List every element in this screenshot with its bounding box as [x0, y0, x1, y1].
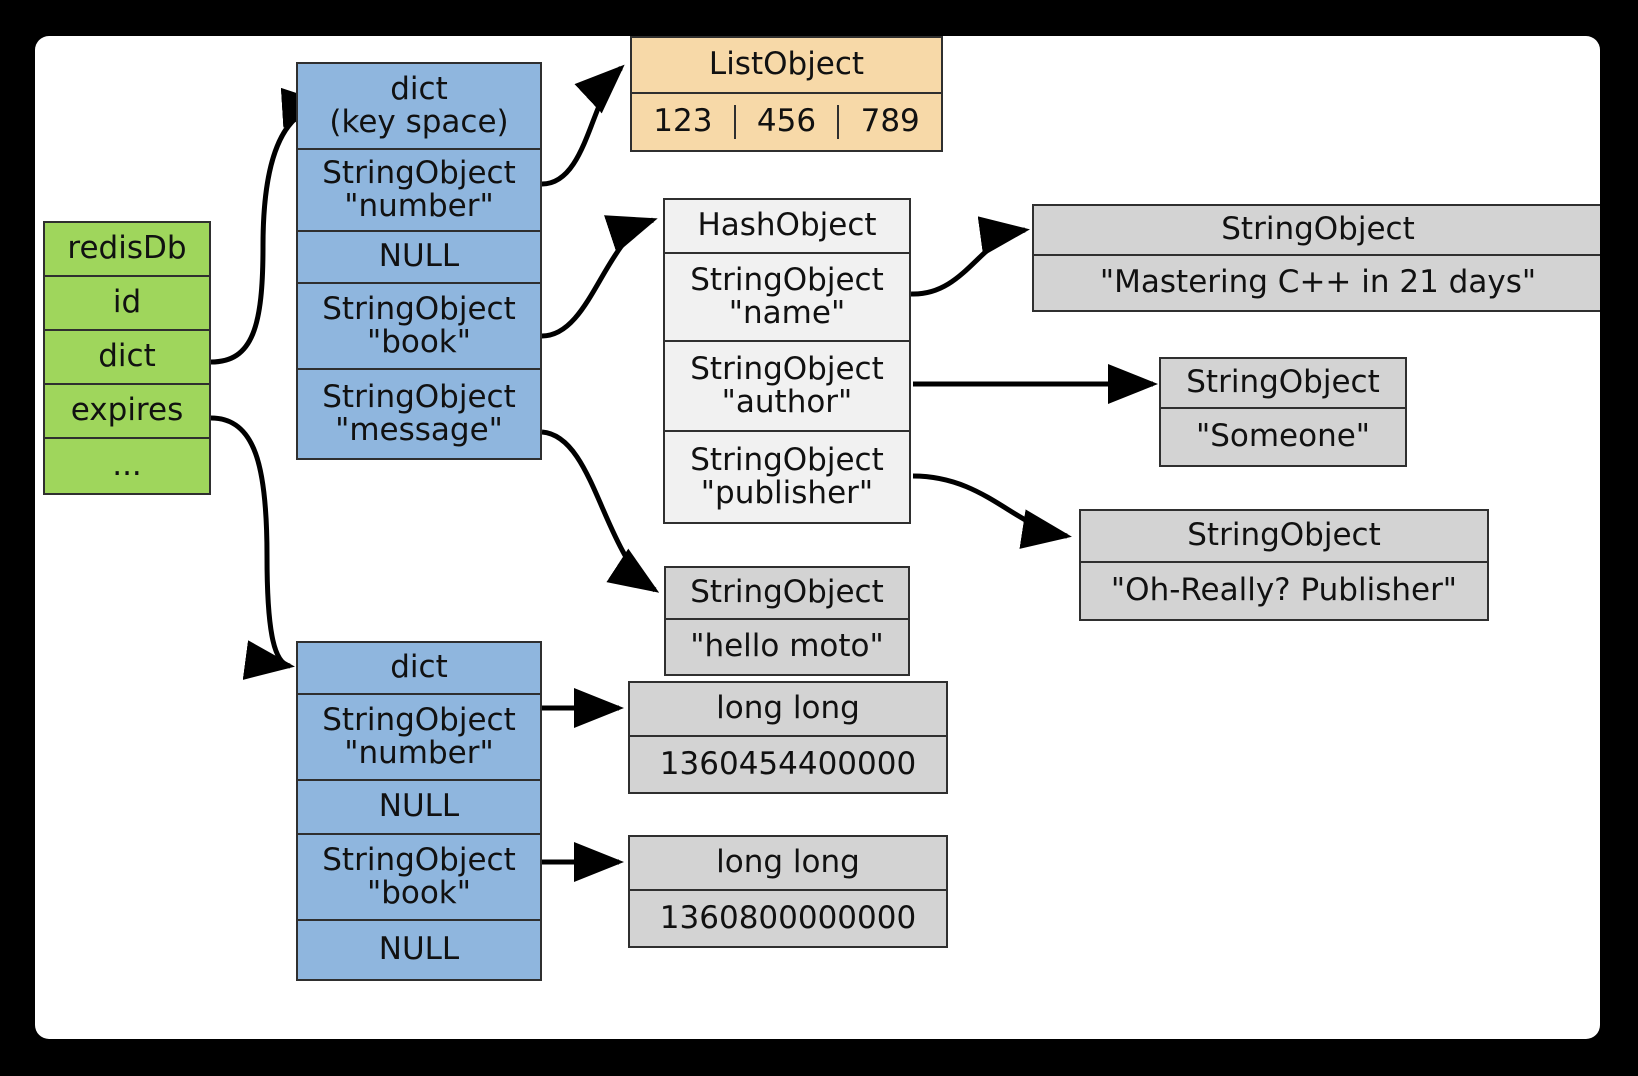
- stringobject-publisher-value: "Oh-Really? Publisher": [1081, 563, 1487, 619]
- listobject-cell-2: 789: [839, 104, 942, 139]
- stringobject-mastering-header: StringObject: [1034, 206, 1600, 256]
- stringobject-someone-value: "Someone": [1161, 409, 1405, 465]
- hashobject-header: HashObject: [665, 200, 909, 254]
- hashobject-row-name: StringObject "name": [665, 254, 909, 342]
- redisdb-row-title: redisDb: [45, 223, 209, 277]
- arrow-message-to-hellomoto: [541, 429, 660, 593]
- hashobject-node: HashObject StringObject "name" StringObj…: [663, 198, 911, 524]
- longlong-book-node: long long 1360800000000: [628, 835, 948, 948]
- redisdb-row-ellipsis: ...: [45, 439, 209, 493]
- stringobject-mastering-node: StringObject "Mastering C++ in 21 days": [1032, 204, 1600, 312]
- arrow-publisher-to-ohreally: [912, 473, 1072, 549]
- stringobject-mastering-value: "Mastering C++ in 21 days": [1034, 256, 1600, 310]
- redisdb-row-dict: dict: [45, 331, 209, 385]
- expires-dict-row-book: StringObject "book": [298, 835, 540, 921]
- stringobject-hello-header: StringObject: [666, 568, 908, 620]
- longlong-book-value: 1360800000000: [630, 891, 946, 946]
- listobject-cell-1: 456: [735, 104, 840, 139]
- hashobject-row-publisher: StringObject "publisher": [665, 432, 909, 522]
- arrow-redisdb-expires-to-expiresdict: [210, 415, 295, 680]
- redisdb-node: redisDb id dict expires ...: [43, 221, 211, 495]
- expires-dict-header: dict: [298, 643, 540, 695]
- stringobject-someone-header: StringObject: [1161, 359, 1405, 409]
- expires-dict-row-null-2: NULL: [298, 921, 540, 979]
- stringobject-publisher-header: StringObject: [1081, 511, 1487, 563]
- expires-dict-row-null-1: NULL: [298, 781, 540, 835]
- listobject-node: ListObject 123 456 789: [630, 36, 943, 152]
- keyspace-dict-header: dict (key space): [298, 64, 540, 150]
- expires-dict-node: dict StringObject "number" NULL StringOb…: [296, 641, 542, 981]
- stringobject-hello-node: StringObject "hello moto": [664, 566, 910, 676]
- arrow-name-to-mastering: [910, 216, 1030, 297]
- arrow-book-to-hashobject: [541, 215, 658, 339]
- longlong-number-node: long long 1360454400000: [628, 681, 948, 794]
- listobject-cell-0: 123: [632, 104, 736, 139]
- keyspace-dict-row-number: StringObject "number": [298, 150, 540, 232]
- expires-dict-row-number: StringObject "number": [298, 695, 540, 781]
- diagram-canvas: redisDb id dict expires ... dict (key sp…: [35, 36, 1600, 1039]
- listobject-header: ListObject: [632, 38, 941, 94]
- keyspace-dict-row-message: StringObject "message": [298, 370, 540, 458]
- stringobject-publisher-node: StringObject "Oh-Really? Publisher": [1079, 509, 1489, 621]
- keyspace-dict-row-null: NULL: [298, 232, 540, 284]
- redisdb-row-expires: expires: [45, 385, 209, 439]
- stringobject-hello-value: "hello moto": [666, 620, 908, 674]
- longlong-book-header: long long: [630, 837, 946, 891]
- keyspace-dict-row-book: StringObject "book": [298, 284, 540, 370]
- keyspace-dict-node: dict (key space) StringObject "number" N…: [296, 62, 542, 460]
- longlong-number-header: long long: [630, 683, 946, 737]
- listobject-cells: 123 456 789: [632, 94, 942, 150]
- redisdb-row-id: id: [45, 277, 209, 331]
- longlong-number-value: 1360454400000: [630, 737, 946, 792]
- stringobject-someone-node: StringObject "Someone": [1159, 357, 1407, 467]
- hashobject-row-author: StringObject "author": [665, 342, 909, 432]
- arrow-number-to-listobject: [541, 64, 625, 187]
